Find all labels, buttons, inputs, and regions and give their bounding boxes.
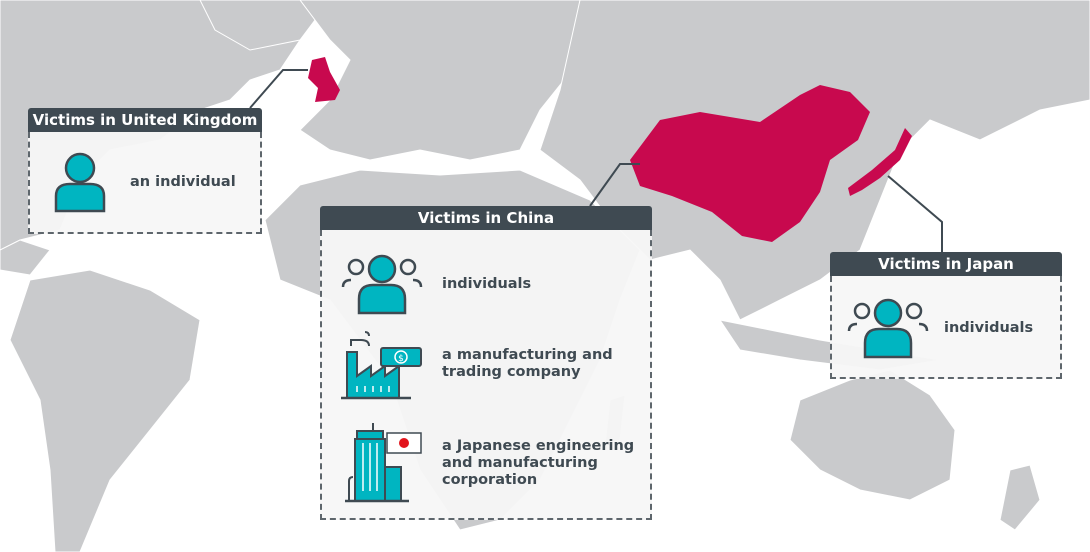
- south-america: [9, 269, 201, 552]
- uk-panel-title: Victims in United Kingdom: [28, 108, 262, 132]
- building-japan-flag-icon: [345, 423, 422, 503]
- uk-victims-panel: Victims in United Kingdom an individual: [28, 108, 262, 234]
- central-america: [0, 239, 51, 276]
- uk-connector: [249, 69, 308, 109]
- group-icon: [847, 298, 929, 359]
- svg-text:$: $: [398, 354, 404, 364]
- japan-shape: [848, 128, 912, 196]
- china-shape: [630, 85, 870, 242]
- china-panel-title: Victims in China: [320, 206, 652, 230]
- new-zealand: [999, 464, 1041, 531]
- china-item-label: a manufacturing and trading company: [442, 347, 613, 380]
- factory-money-icon: $: [341, 331, 422, 400]
- group-icon: [341, 254, 423, 315]
- japan-item-label: individuals: [944, 319, 1034, 336]
- china-connector: [589, 163, 640, 207]
- uk-item-label: an individual: [130, 173, 236, 190]
- china-item-label: a Japanese engineering and manufacturing…: [442, 437, 635, 488]
- china-victims-panel: Victims in China individuals $ a manufac…: [320, 206, 652, 520]
- person-icon: [54, 152, 106, 213]
- china-item-label: individuals: [442, 275, 532, 292]
- japan-connector: [887, 175, 943, 252]
- australia: [789, 369, 956, 501]
- japan-panel-title: Victims in Japan: [830, 252, 1062, 276]
- japan-victims-panel: Victims in Japan individuals: [830, 252, 1062, 379]
- uk-shape: [308, 57, 340, 102]
- greenland: [199, 0, 331, 51]
